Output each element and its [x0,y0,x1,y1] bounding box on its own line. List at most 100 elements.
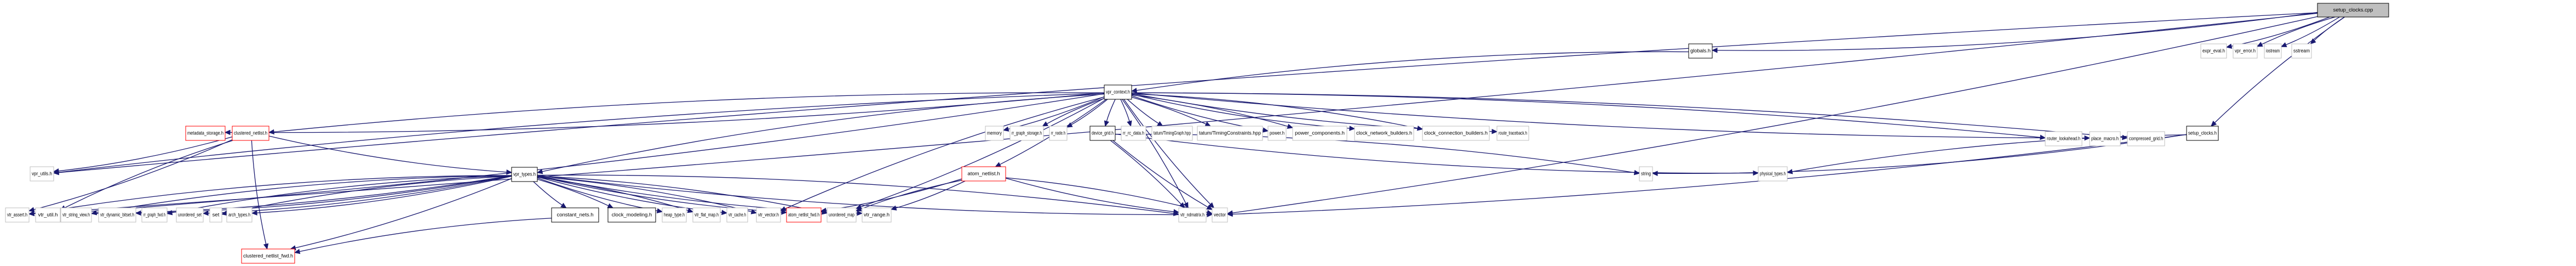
node-set[interactable]: set [209,207,222,223]
node-clock-modeling-h[interactable]: clock_modeling.h [607,207,656,223]
edge-setup_clocks_cpp-to-vpr_error_h [2261,16,2336,45]
arrowhead-icon [294,248,301,254]
node-device-grid-h[interactable]: device_grid.h [1089,126,1116,141]
node-atom-netlist-fwd-h[interactable]: atom_netlist_fwd.h [786,207,822,223]
node-vpr-types-h[interactable]: vpr_types.h [511,167,538,182]
node-vpr-context-h[interactable]: vpr_context.h [1104,84,1132,100]
edge-atom_netlist_h-to-unordered_map [860,179,962,210]
node-box [2127,131,2165,146]
node-constant-nets-h[interactable]: constant_nets.h [551,207,599,223]
node-box [1688,43,1713,59]
node-box [1049,126,1068,141]
node-label: power.h [1270,131,1284,137]
arrowhead-icon [53,168,59,174]
node-label: route_traceback.h [1499,131,1527,137]
node-label: atom_netlist_fwd.h [788,212,819,218]
node-vtr-util-h[interactable]: vtr_util.h [35,207,61,223]
node-vtr-vector-h[interactable]: vtr_vector.h [756,207,781,223]
node-sstream[interactable]: sstream [2291,43,2312,59]
edge-setup_clocks_cpp-to-iostream [2286,16,2340,46]
node-tatum-timinggraph[interactable]: tatum/TimingGraph.hpp [1151,126,1193,141]
node-iostream[interactable]: iostream [2264,43,2282,59]
arrowhead-icon [820,207,827,213]
node-compressed-grid-h[interactable]: compressed_grid.h [2127,131,2165,146]
edge-constant_nets_h-to-clustered_netlist_fwd_h [299,218,552,252]
node-power-components-h[interactable]: power_components.h [1292,126,1347,141]
arrowhead-icon [1127,120,1132,127]
node-vtr-ndmatrix-h[interactable]: vtr_ndmatrix.h [1178,207,1207,223]
edge-vpr_types_h-to-vtr_flat_map_h [537,177,689,211]
node-label: globals.h [1690,48,1711,54]
node-metadata-storage-h[interactable]: metadata_storage.h [185,126,226,141]
arrowhead-icon [221,210,228,216]
node-vtr-string-view-h[interactable]: vtr_string_view.h [60,207,92,223]
node-globals-h[interactable]: globals.h [1688,43,1713,59]
node-vtr-dynamic-bitset-h[interactable]: vtr_dynamic_bitset.h [98,207,136,223]
node-expr-eval-h[interactable]: expr_eval.h [2200,43,2227,59]
node-route-traceback-h[interactable]: route_traceback.h [1496,126,1529,141]
edge-vpr_context_h-to-rr_graph_storage_h [1046,98,1105,124]
edges-layer [28,12,2345,254]
node-arch-types-h[interactable]: arch_types.h [226,207,253,223]
node-vtr-cache-h[interactable]: vtr_cache.h [726,207,748,223]
node-box [30,166,54,182]
arrowhead-icon [1287,123,1294,129]
node-rr-graph-storage-h[interactable]: rr_graph_storage.h [1009,126,1044,141]
node-vector[interactable]: vector [1212,207,1228,223]
node-unordered-map[interactable]: unordered_map [827,207,857,223]
node-label: clock_modeling.h [612,212,652,218]
node-vpr-utils-h[interactable]: vpr_utils.h [30,166,54,182]
node-physical-types-h[interactable]: physical_types.h [1758,166,1788,182]
node-clock-connection-builders-h[interactable]: clock_connection_builders.h [1422,126,1490,141]
node-box [1292,126,1347,141]
edge-atom_netlist_h-to-vtr_range_h [896,180,966,208]
node-clustered-netlist-fwd-h[interactable]: clustered_netlist_fwd.h [241,248,295,264]
node-rr-rc-data-h[interactable]: rr_rc_data.h [1121,126,1146,141]
node-box [1009,126,1044,141]
node-box [1089,126,1116,141]
node-clustered-netlist-h[interactable]: clustered_netlist.h [232,126,269,141]
node-label: rr_rc_data.h [1123,131,1144,137]
node-clock-network-builders-h[interactable]: clock_network_builders.h [1354,126,1414,141]
node-vpr-error-h[interactable]: vpr_error.h [2233,43,2258,59]
arrowhead-icon [1491,128,1498,134]
node-unordered-set[interactable]: unordered_set [176,207,204,223]
arrowhead-icon [263,243,269,250]
node-memory[interactable]: memory [985,126,1004,141]
node-place-macro-h[interactable]: place_macro.h [2089,131,2121,146]
node-vtr-assert-h[interactable]: vtr_assert.h [5,207,30,223]
edge-vpr_context_h-to-metadata_storage_h [230,92,1105,133]
arrowhead-icon [687,208,694,213]
arrowhead-icon [506,169,513,175]
edge-setup_clocks_cpp-to-globals_h [1717,12,2318,51]
node-box [961,166,1006,182]
node-label: power_components.h [1295,131,1345,137]
node-string[interactable]: string [1639,166,1653,182]
node-box [1104,84,1132,100]
arrowhead-icon [135,210,141,216]
node-power-h[interactable]: power.h [1267,126,1287,141]
node-heap-type-h[interactable]: heap_type.h [662,207,687,223]
node-setup-clocks-h[interactable]: setup_clocks.h [2186,126,2219,141]
arrowhead-icon [1226,211,1233,217]
arrowhead-icon [1711,47,1718,53]
edge-vpr_context_h-to-vpr_types_h [542,93,1105,172]
node-box [1267,126,1287,141]
arrowhead-icon [1262,127,1269,133]
node-vtr-flat-map-h[interactable]: vtr_flat_map.h [692,207,721,223]
edge-setup_clocks_cpp-to-vtr_assert_h [33,13,2318,214]
node-rr-node-h[interactable]: rr_node.h [1049,126,1068,141]
arrowhead-icon [1206,205,1213,210]
node-tatum-timingconstraints[interactable]: tatum/TimingConstraints.hpp [1197,126,1263,141]
node-rr-graph-fwd-h[interactable]: rr_graph_fwd.h [141,207,168,223]
node-box [551,207,599,223]
node-label: memory [987,131,1002,137]
edge-vpr_types_h-to-vtr_string_view_h [96,175,512,213]
node-vtr-range-h[interactable]: vtr_range.h [862,207,892,223]
node-atom-netlist-h[interactable]: atom_netlist.h [961,166,1006,182]
edge-vpr_context_h-to-tatum_timinggraph [1127,99,1159,124]
node-label: vpr_context.h [1106,89,1130,95]
node-router-lookahead-h[interactable]: router_lookahead.h [2045,131,2082,146]
node-setup-clocks-cpp[interactable]: setup_clocks.cpp [2317,3,2389,18]
arrowhead-icon [781,210,788,215]
